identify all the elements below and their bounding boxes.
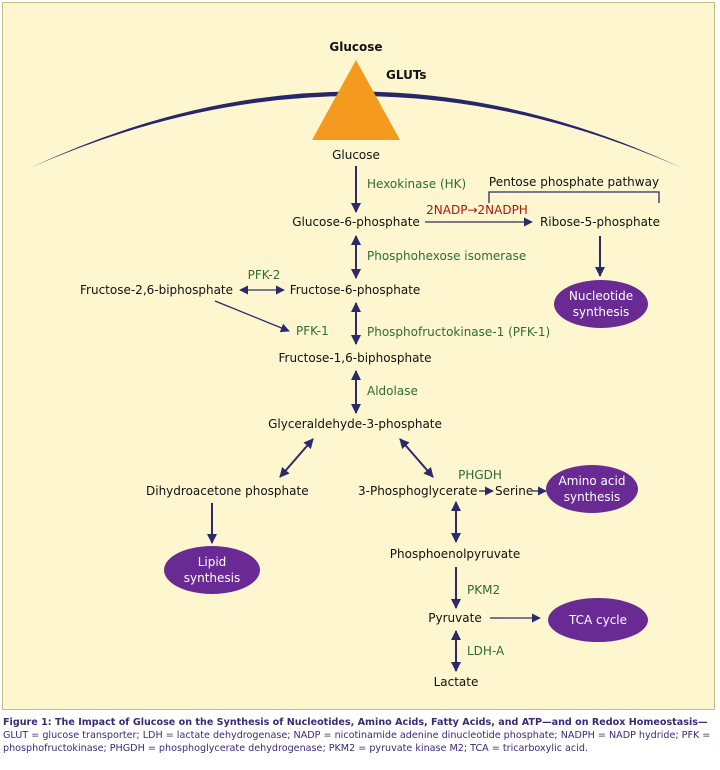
ppp-bracket: [488, 191, 660, 203]
svg-text:synthesis: synthesis: [573, 305, 630, 319]
enzyme-pfk-2: PFK-2: [248, 268, 281, 282]
arrow-g3p-3pg: [399, 438, 434, 478]
enzyme-pfk-1-short: PFK-1: [296, 324, 329, 338]
glucose-outside-label: Glucose: [329, 40, 382, 54]
enzyme-hexokinase: Hexokinase (HK): [367, 177, 466, 191]
node-dihydroacetone-phosphate: Dihydroacetone phosphate: [146, 484, 309, 498]
caption-body: GLUT = glucose transporter; LDH = lactat…: [3, 730, 711, 754]
svg-text:synthesis: synthesis: [564, 490, 621, 504]
node-serine: Serine: [495, 484, 533, 498]
enzyme-phosphofructokinase-1: Phosphofructokinase-1 (PFK-1): [367, 325, 550, 339]
svg-text:Nucleotide: Nucleotide: [569, 289, 633, 303]
node-3-phosphoglycerate: 3-Phosphoglycerate: [358, 484, 477, 498]
gluts-label: GLUTs: [386, 68, 427, 82]
node-fructose-1-6-biphosphate: Fructose-1,6-biphosphate: [278, 351, 431, 365]
enzyme-aldolase: Aldolase: [367, 384, 418, 398]
svg-text:TCA cycle: TCA cycle: [568, 613, 627, 627]
glucose-transporter-triangle: [312, 60, 400, 140]
node-ribose-5-phosphate: Ribose-5-phosphate: [540, 215, 660, 229]
svg-text:Lipid: Lipid: [198, 555, 227, 569]
svg-text:Amino acid: Amino acid: [559, 474, 626, 488]
node-lactate: Lactate: [434, 675, 479, 689]
enzyme-ldh-a: LDH-A: [467, 644, 505, 658]
outcome-tca-cycle: TCA cycle: [548, 598, 648, 642]
nadp-label: 2NADP→2NADPH: [426, 203, 528, 217]
glucose-inside-label: Glucose: [332, 148, 380, 162]
outcome-lipid-synthesis: Lipid synthesis: [164, 546, 260, 594]
arrow-f26bp-pfk1: [214, 300, 290, 333]
enzyme-phosphohexose-isomerase: Phosphohexose isomerase: [367, 249, 526, 263]
figure-caption: Figure 1: The Impact of Glucose on the S…: [3, 716, 717, 755]
outcome-amino-acid-synthesis: Amino acid synthesis: [546, 465, 638, 513]
enzyme-pkm2: PKM2: [467, 583, 500, 597]
node-fructose-6-phosphate: Fructose-6-phosphate: [290, 283, 421, 297]
ppp-label: Pentose phosphate pathway: [489, 175, 659, 189]
svg-text:synthesis: synthesis: [184, 571, 241, 585]
node-glucose-6-phosphate: Glucose-6-phosphate: [292, 215, 420, 229]
node-pyruvate: Pyruvate: [428, 611, 481, 625]
outcome-nucleotide-synthesis: Nucleotide synthesis: [554, 280, 648, 328]
enzyme-phgdh: PHGDH: [458, 468, 502, 482]
cell-membrane: [30, 91, 682, 168]
node-fructose-2-6-biphosphate: Fructose-2,6-biphosphate: [80, 283, 233, 297]
caption-title: Figure 1: The Impact of Glucose on the S…: [3, 717, 708, 728]
glycolysis-diagram: Glucose GLUTs Glucose Hexokinase (HK) Pe…: [30, 40, 682, 689]
arrow-g3p-dhap: [279, 438, 314, 478]
node-phosphoenolpyruvate: Phosphoenolpyruvate: [390, 547, 520, 561]
node-glyceraldehyde-3-phosphate: Glyceraldehyde-3-phosphate: [268, 417, 442, 431]
